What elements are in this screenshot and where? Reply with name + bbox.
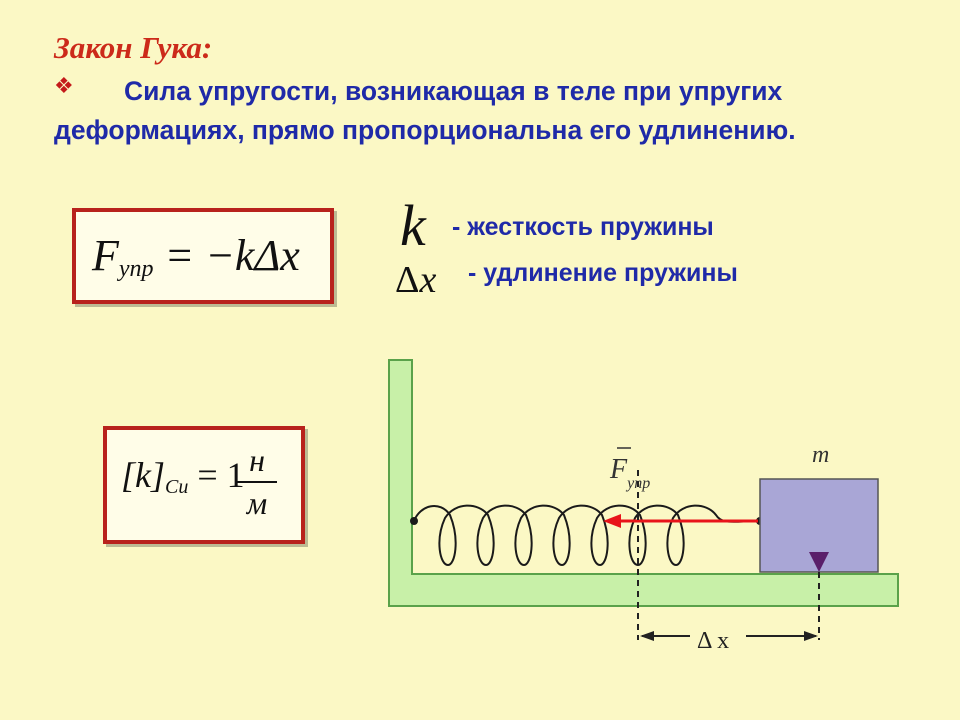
stiffness-symbol: k <box>400 193 426 258</box>
dimension-right-arrow-icon <box>804 631 818 641</box>
units-formula-box: [k]Си = 1 н м <box>103 426 305 544</box>
hooke-formula-box: Fупр = −kΔx <box>72 208 334 304</box>
elongation-symbol: Δx <box>395 259 437 301</box>
fraction-bar <box>237 481 277 483</box>
delta-label-bg <box>690 622 746 652</box>
delta-label: Δ x <box>697 628 729 654</box>
stiffness-legend: - жесткость пружины <box>452 213 714 241</box>
elongation-legend: - удлинение пружины <box>468 259 738 287</box>
spring-anchor-dot <box>410 517 418 525</box>
fraction-numerator: н <box>249 442 265 478</box>
force-label: Fупр <box>609 454 650 492</box>
diamond-bullet-icon: ❖ <box>54 74 74 99</box>
dimension-left-arrow-icon <box>640 631 654 641</box>
hooke-formula: Fупр = −kΔx <box>92 231 300 282</box>
units-fraction: н м <box>237 442 277 522</box>
page-title: Закон Гука: <box>54 30 213 65</box>
position-marker-icon <box>809 552 829 572</box>
spring-coil <box>413 504 761 567</box>
force-arrowhead-icon <box>603 514 621 528</box>
law-definition: Сила упругости, возникающая в теле при у… <box>54 76 796 145</box>
mass-label: m <box>812 442 829 468</box>
wall-and-floor <box>388 359 899 607</box>
units-formula: [k]Си = 1 <box>121 455 245 498</box>
fraction-denominator: м <box>246 485 268 521</box>
